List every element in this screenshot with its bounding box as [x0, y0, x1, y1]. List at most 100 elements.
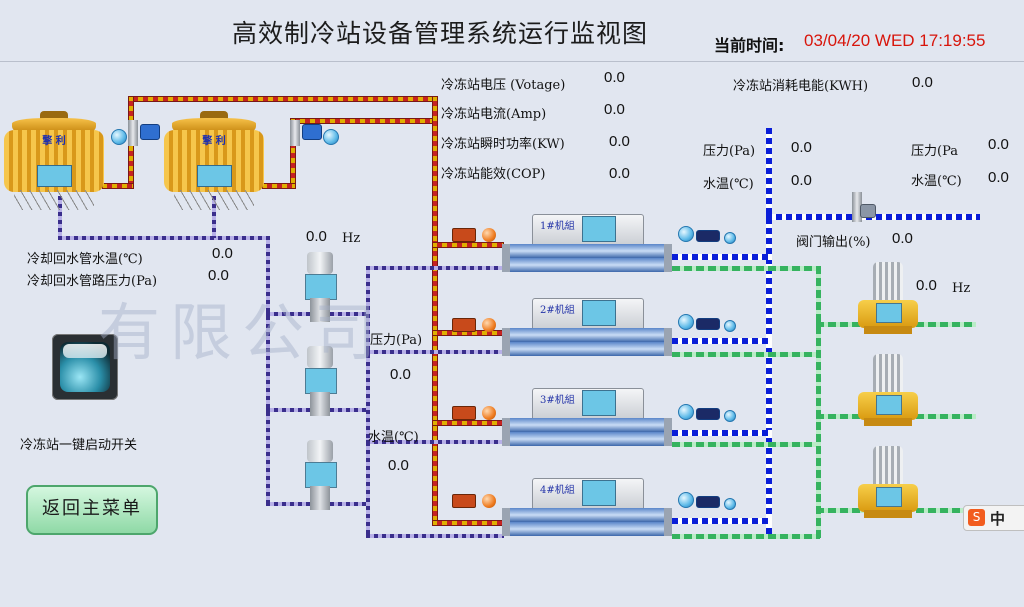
cooling-tower-1[interactable]: 擎 利 [4, 111, 104, 210]
cooling-return-pipe [212, 196, 216, 238]
one-key-start-switch[interactable] [52, 334, 118, 400]
chilled-pump-3[interactable] [858, 446, 918, 520]
station-energy-label: 冷冻站消耗电能(KWH) [733, 79, 869, 94]
valve-output-value: 0.0 [892, 230, 913, 247]
mid-pressure-label: 压力(Pa) [370, 333, 423, 348]
cooling-return-pipe [366, 534, 504, 538]
chilled-pump-2[interactable] [858, 354, 918, 428]
hot-pipe-branch [432, 520, 504, 526]
chiller-unit-1[interactable]: 1#机組 [502, 214, 672, 274]
chiller-name: 2#机組 [540, 305, 575, 316]
pump-motor-icon [873, 354, 903, 394]
back-to-main-menu-button[interactable]: 返回主菜单 [26, 485, 158, 535]
chilled-return-temp-label: 水温(℃) [911, 174, 962, 189]
cooling-pump-2[interactable] [305, 346, 337, 416]
mid-temp-label: 水温(℃) [368, 430, 419, 445]
pump-motor-icon [307, 252, 333, 274]
secondary-pipe [816, 322, 864, 327]
mid-pressure-value: 0.0 [390, 366, 411, 383]
cooling-pump-3[interactable] [305, 440, 337, 510]
chiller-screen [582, 390, 616, 416]
chilled-pipe [672, 338, 772, 344]
status-indicator [482, 318, 496, 332]
cooling-tower-2[interactable]: 擎 利 [164, 111, 264, 210]
chiller-name: 4#机組 [540, 485, 575, 496]
secondary-pipe [672, 352, 820, 357]
status-indicator [678, 404, 694, 420]
cooling-return-pipe [58, 236, 270, 240]
valve-actuator-icon [860, 204, 876, 218]
cooling-return-pipe [366, 266, 504, 270]
chilled-supply-temp-label: 水温(℃) [703, 177, 754, 192]
chiller-screen [582, 216, 616, 242]
pump-motor-icon [307, 346, 333, 368]
tower-brand: 擎 利 [202, 136, 226, 147]
inlet-valve-icon[interactable] [452, 318, 476, 332]
chiller-unit-3[interactable]: 3#机組 [502, 388, 672, 448]
ime-logo-icon: S [968, 509, 985, 526]
pump-motor-icon [307, 440, 333, 462]
station-current-value: 0.0 [604, 101, 625, 118]
status-indicator [482, 494, 496, 508]
chilled-pump-1[interactable] [858, 262, 918, 336]
cooling-return-pressure-label: 冷却回水管路压力(Pa) [27, 274, 158, 289]
tower-valve-icon [128, 120, 138, 146]
hot-pipe [102, 183, 134, 189]
valve-actuator-icon[interactable] [140, 124, 160, 140]
inlet-valve-icon[interactable] [452, 228, 476, 242]
outlet-valve-icon[interactable] [696, 318, 720, 330]
tower-brand: 擎 利 [42, 136, 66, 147]
secondary-pipe [916, 508, 976, 513]
secondary-pipe [916, 414, 976, 419]
station-current-label: 冷冻站电流(Amp) [441, 107, 547, 122]
status-indicator [111, 129, 127, 145]
chilled-pump-freq-unit: Hz [952, 281, 971, 296]
current-time-value: 03/04/20 WED 17:19:55 [804, 31, 986, 50]
hot-pipe-branch [432, 242, 504, 248]
status-indicator [678, 226, 694, 242]
valve-actuator-icon[interactable] [302, 124, 322, 140]
chiller-unit-4[interactable]: 4#机組 [502, 478, 672, 538]
status-indicator [724, 498, 736, 510]
secondary-pipe-main [816, 266, 821, 538]
bypass-valve-icon[interactable] [852, 192, 862, 222]
station-voltage-value: 0.0 [604, 69, 625, 86]
pump-motor-icon [873, 446, 903, 486]
outlet-valve-icon[interactable] [696, 230, 720, 242]
chiller-screen [582, 300, 616, 326]
chilled-return-pressure-label: 压力(Pa [911, 144, 958, 159]
secondary-pipe [916, 322, 976, 327]
cooling-return-pressure-value: 0.0 [208, 267, 229, 284]
one-key-start-label: 冷冻站一键启动开关 [20, 438, 138, 453]
header-divider [0, 61, 1024, 62]
chilled-pump-freq-value: 0.0 [916, 277, 937, 294]
chilled-pipe [672, 254, 772, 260]
status-indicator [724, 410, 736, 422]
chilled-pipe [672, 430, 772, 436]
cooling-pump-freq-unit: Hz [342, 231, 361, 246]
ime-toolbar[interactable]: S 中 [963, 505, 1024, 531]
secondary-pipe [672, 534, 820, 539]
chiller-unit-2[interactable]: 2#机組 [502, 298, 672, 358]
status-indicator [678, 492, 694, 508]
status-indicator [724, 232, 736, 244]
page-title: 高效制冷站设备管理系统运行监视图 [231, 19, 648, 48]
secondary-pipe [816, 414, 864, 419]
inlet-valve-icon[interactable] [452, 406, 476, 420]
secondary-pipe [672, 442, 820, 447]
chilled-return-pressure-value: 0.0 [988, 136, 1009, 153]
hot-pipe [128, 96, 435, 102]
fan-icon [200, 111, 228, 120]
chilled-pipe-main [766, 128, 772, 536]
secondary-pipe [672, 266, 820, 271]
chiller-screen [582, 480, 616, 506]
outlet-valve-icon[interactable] [696, 408, 720, 420]
cooling-pump-1[interactable] [305, 252, 337, 322]
chilled-pipe [672, 518, 772, 524]
inlet-valve-icon[interactable] [452, 494, 476, 508]
hot-pipe [290, 118, 435, 124]
current-time-label: 当前时间: [714, 36, 785, 55]
hot-pipe-branch [432, 330, 504, 336]
outlet-valve-icon[interactable] [696, 496, 720, 508]
chiller-name: 1#机組 [540, 221, 575, 232]
